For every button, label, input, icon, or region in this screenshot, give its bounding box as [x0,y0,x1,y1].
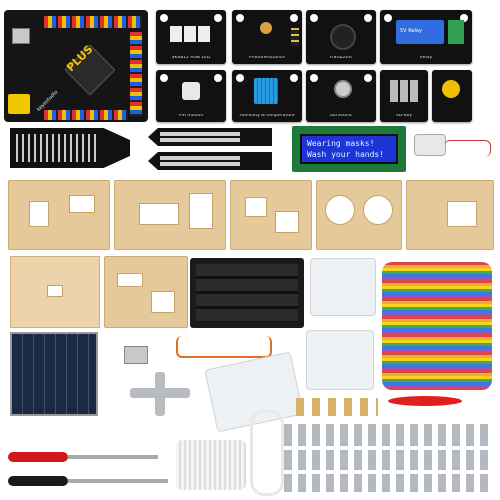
dc-jack [8,94,30,114]
motor-wire [444,140,491,157]
wood-panel-1 [8,180,110,250]
button-grid [390,80,418,102]
header-pins-top [44,16,142,28]
usb-cable [250,410,284,496]
buzzer-module: P.BUZZER [306,10,376,64]
relay-terminal [448,20,464,44]
buttons-label: 4D-Key [395,113,413,118]
cable-ties [176,440,246,490]
wood-panel-4 [316,180,402,250]
header-pins-bottom [44,110,128,120]
photo-label: Photoresistance [249,55,285,60]
usb-port [12,28,30,44]
lcd-module: Wearing masks! Wash your hands! [292,126,406,172]
buttons-module: 4D-Key [380,70,428,122]
relay-block [396,20,444,44]
wood-panel-2 [114,180,226,250]
screw-nut-grid [284,424,494,492]
pot-knob [442,80,460,98]
main-controller-board: PLUS keyestudio [4,10,148,122]
pir-sensor [182,82,200,100]
rgb-led-module: SK6812 RGB LED [156,10,226,64]
soil-sensor-1 [148,128,272,146]
pir-module: PIR motion [156,70,226,122]
photoresistor-module: Photoresistance [232,10,302,64]
water-level-sensor [10,128,130,168]
dht-module: Humidity & temperature [232,70,302,122]
screwdriver-2 [8,476,168,486]
dht-label: Humidity & temperature [239,113,295,118]
lcd-line-1: Wearing masks! [307,139,375,148]
wood-panel-6 [10,256,100,328]
soil-sensor-2 [148,152,272,170]
header-pins-right [130,32,142,116]
servo-cable [176,336,272,358]
propeller [388,396,462,406]
relay-module: 5V Relay Relay [380,10,472,64]
plastic-container-2 [306,330,374,390]
jumper-wire-bundle [382,262,492,390]
rgb-led-label: SK6812 RGB LED [171,55,211,60]
dht-sensor [254,78,278,104]
lcd-screen: Wearing masks! Wash your hands! [300,134,398,164]
screwdriver-1 [8,452,158,462]
wood-panel-5 [406,180,494,250]
relay-block-label: 5V Relay [400,28,422,34]
potentiometer-module [432,70,472,122]
fan-motor [414,134,446,156]
wood-panel-3 [230,180,312,250]
relay-label: Relay [419,55,433,60]
brass-standoffs [296,398,378,416]
buzzer-label: P.BUZZER [330,55,352,60]
lcd-line-2: Wash your hands! [307,150,385,159]
plastic-container-1 [310,258,376,316]
battery-box [190,258,304,328]
pir-label: PIR motion [178,113,204,118]
photoresistor [260,22,272,34]
wood-panel-7 [104,256,188,328]
photo-pins [291,28,299,46]
ultrasonic-emitter [334,80,352,98]
rgb-led-chips [170,26,210,42]
ultrasonic-module: Ultrasonic [306,70,376,122]
solar-panel [10,332,98,416]
ultrasonic-label: Ultrasonic [329,113,353,118]
buzzer [330,24,356,50]
small-motor [124,346,148,364]
